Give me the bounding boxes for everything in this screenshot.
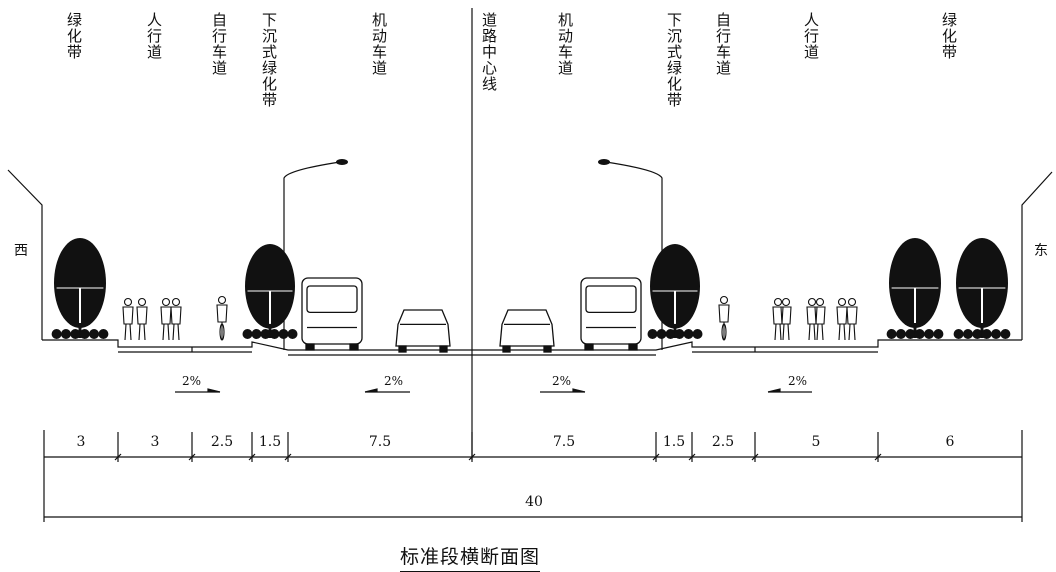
- right-embankment: [1021, 171, 1053, 340]
- dimension-west-bike-lane: 2.5: [210, 434, 234, 450]
- zone-label-east-green-belt: 绿化带: [940, 12, 958, 60]
- dimension-tick-mark: [248, 453, 256, 461]
- dimension-tick-mark: [652, 453, 660, 461]
- drawing-title: 标准段横断面图: [399, 542, 541, 572]
- zone-label-east-sunken-green-belt: 下沉式绿化带: [665, 12, 683, 108]
- slope-arrow: [364, 388, 410, 393]
- dimension-east-green-belt: 6: [945, 434, 955, 450]
- dimension-west-motorway: 7.5: [368, 434, 392, 450]
- pedestrian: [814, 297, 826, 341]
- dimension-east-bike-lane: 2.5: [711, 434, 735, 450]
- dimension-tick-mark: [114, 453, 122, 461]
- dimension-tick-mark: [188, 453, 196, 461]
- slope-label-west-motorway: 2%: [384, 374, 404, 388]
- left-embankment: [7, 169, 43, 340]
- pedestrian: [136, 297, 148, 341]
- pedestrian: [122, 297, 134, 341]
- pedestrian: [160, 297, 172, 341]
- street-lamp-left: [283, 161, 341, 350]
- pedestrian: [780, 297, 792, 341]
- bus: [580, 277, 642, 351]
- tree: [242, 243, 298, 339]
- pedestrian: [170, 297, 182, 341]
- dimension-tick-mark: [688, 453, 696, 461]
- cyclist: [216, 295, 228, 341]
- car: [395, 309, 451, 353]
- zone-label-east-motorway: 机动车道: [556, 12, 574, 76]
- tree: [647, 243, 703, 339]
- car: [499, 309, 555, 353]
- zone-label-east-bike-lane: 自行车道: [714, 12, 732, 76]
- bus: [301, 277, 363, 351]
- slope-label-east-sidewalk: 2%: [788, 374, 808, 388]
- slope-label-west-sidewalk: 2%: [182, 374, 202, 388]
- dimension-west-green-belt: 3: [76, 434, 86, 450]
- tree: [51, 238, 109, 339]
- dimension-east-sidewalk: 5: [811, 434, 821, 450]
- slope-arrow: [175, 388, 221, 393]
- street-lamp-right: [605, 161, 663, 350]
- zone-label-west-sunken-green-belt: 下沉式绿化带: [260, 12, 278, 108]
- dimension-east-motorway: 7.5: [552, 434, 576, 450]
- zone-label-west-sidewalk: 人行道: [145, 12, 163, 60]
- dimension-west-sidewalk: 3: [150, 434, 160, 450]
- zone-label-east-sidewalk: 人行道: [802, 12, 820, 60]
- pedestrian: [836, 297, 848, 341]
- zone-label-west-motorway: 机动车道: [370, 12, 388, 76]
- direction-east: 东: [1034, 243, 1048, 259]
- zone-label-road-centerline: 道路中心线: [480, 12, 498, 92]
- dimension-total-width: 40: [525, 494, 543, 510]
- cyclist: [718, 295, 730, 341]
- dimension-west-sunken-green-belt: 1.5: [258, 434, 282, 450]
- zone-label-west-green-belt: 绿化带: [65, 12, 83, 60]
- pedestrian: [846, 297, 858, 341]
- dimension-tick-mark: [284, 453, 292, 461]
- direction-west: 西: [14, 243, 28, 259]
- slope-arrow: [767, 388, 812, 393]
- dimension-tick-mark: [874, 453, 882, 461]
- tree: [886, 238, 944, 339]
- road-surface: [42, 339, 1022, 351]
- tree: [953, 238, 1011, 339]
- dimension-tick-mark: [468, 453, 476, 461]
- slope-label-east-motorway: 2%: [552, 374, 572, 388]
- slope-arrow: [540, 388, 586, 393]
- dimension-tick-mark: [751, 453, 759, 461]
- dimension-east-sunken-green-belt: 1.5: [662, 434, 686, 450]
- zone-label-west-bike-lane: 自行车道: [210, 12, 228, 76]
